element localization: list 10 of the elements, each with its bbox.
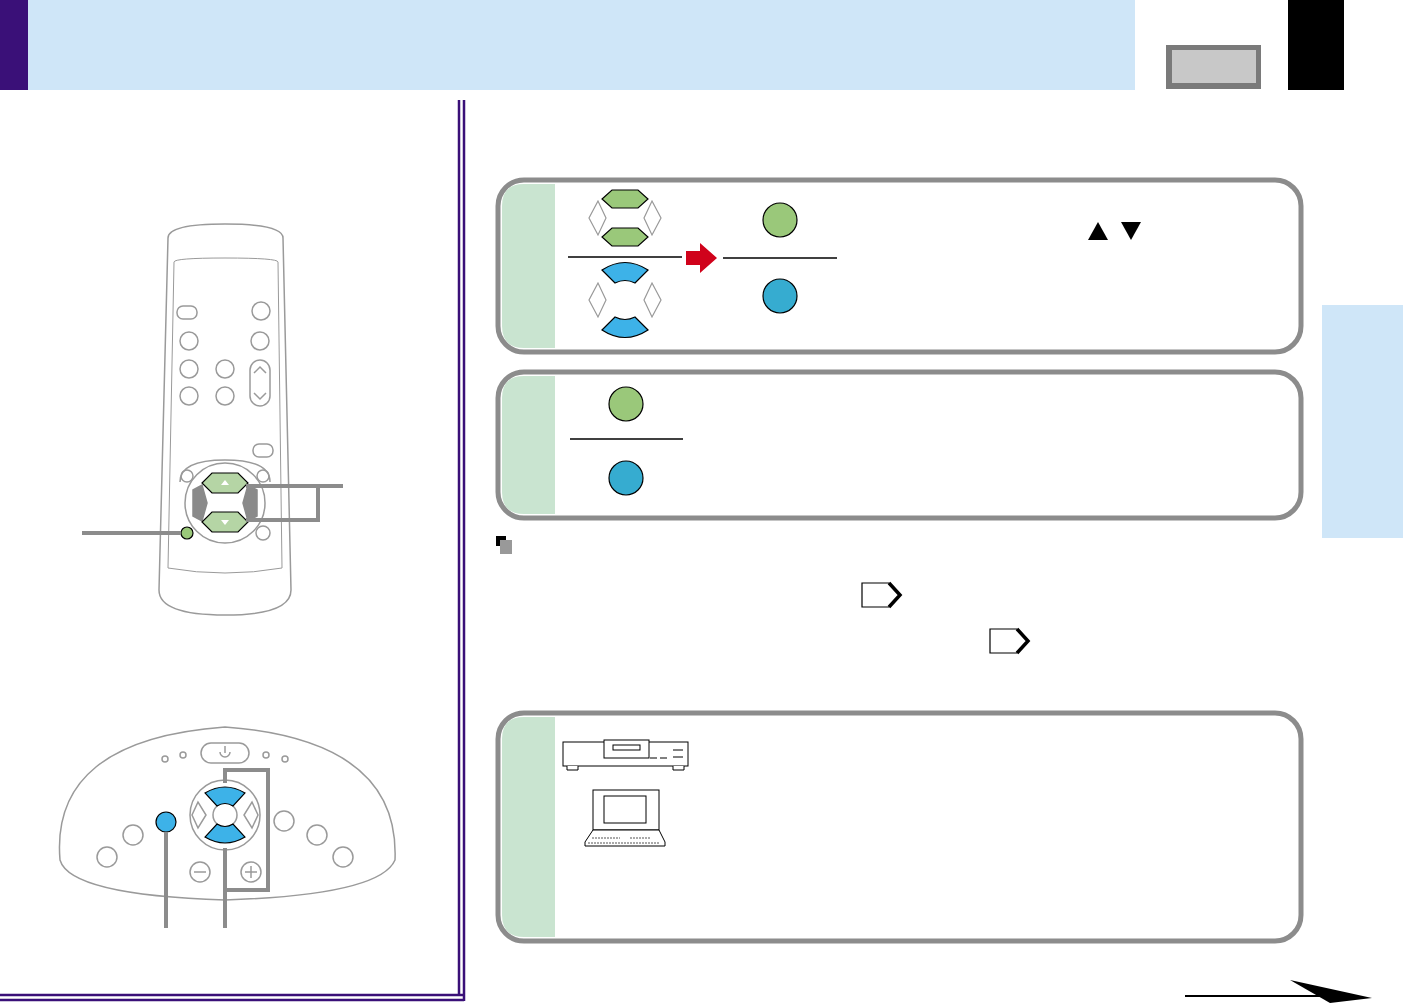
leader-line (164, 832, 168, 928)
leader-line (82, 531, 181, 535)
up-key (201, 472, 249, 494)
leader-line (223, 848, 227, 928)
down-key (201, 511, 249, 533)
down-key (204, 823, 246, 844)
side-tab (1322, 305, 1403, 538)
button (180, 526, 194, 540)
up-key (204, 786, 246, 807)
button (155, 811, 177, 833)
